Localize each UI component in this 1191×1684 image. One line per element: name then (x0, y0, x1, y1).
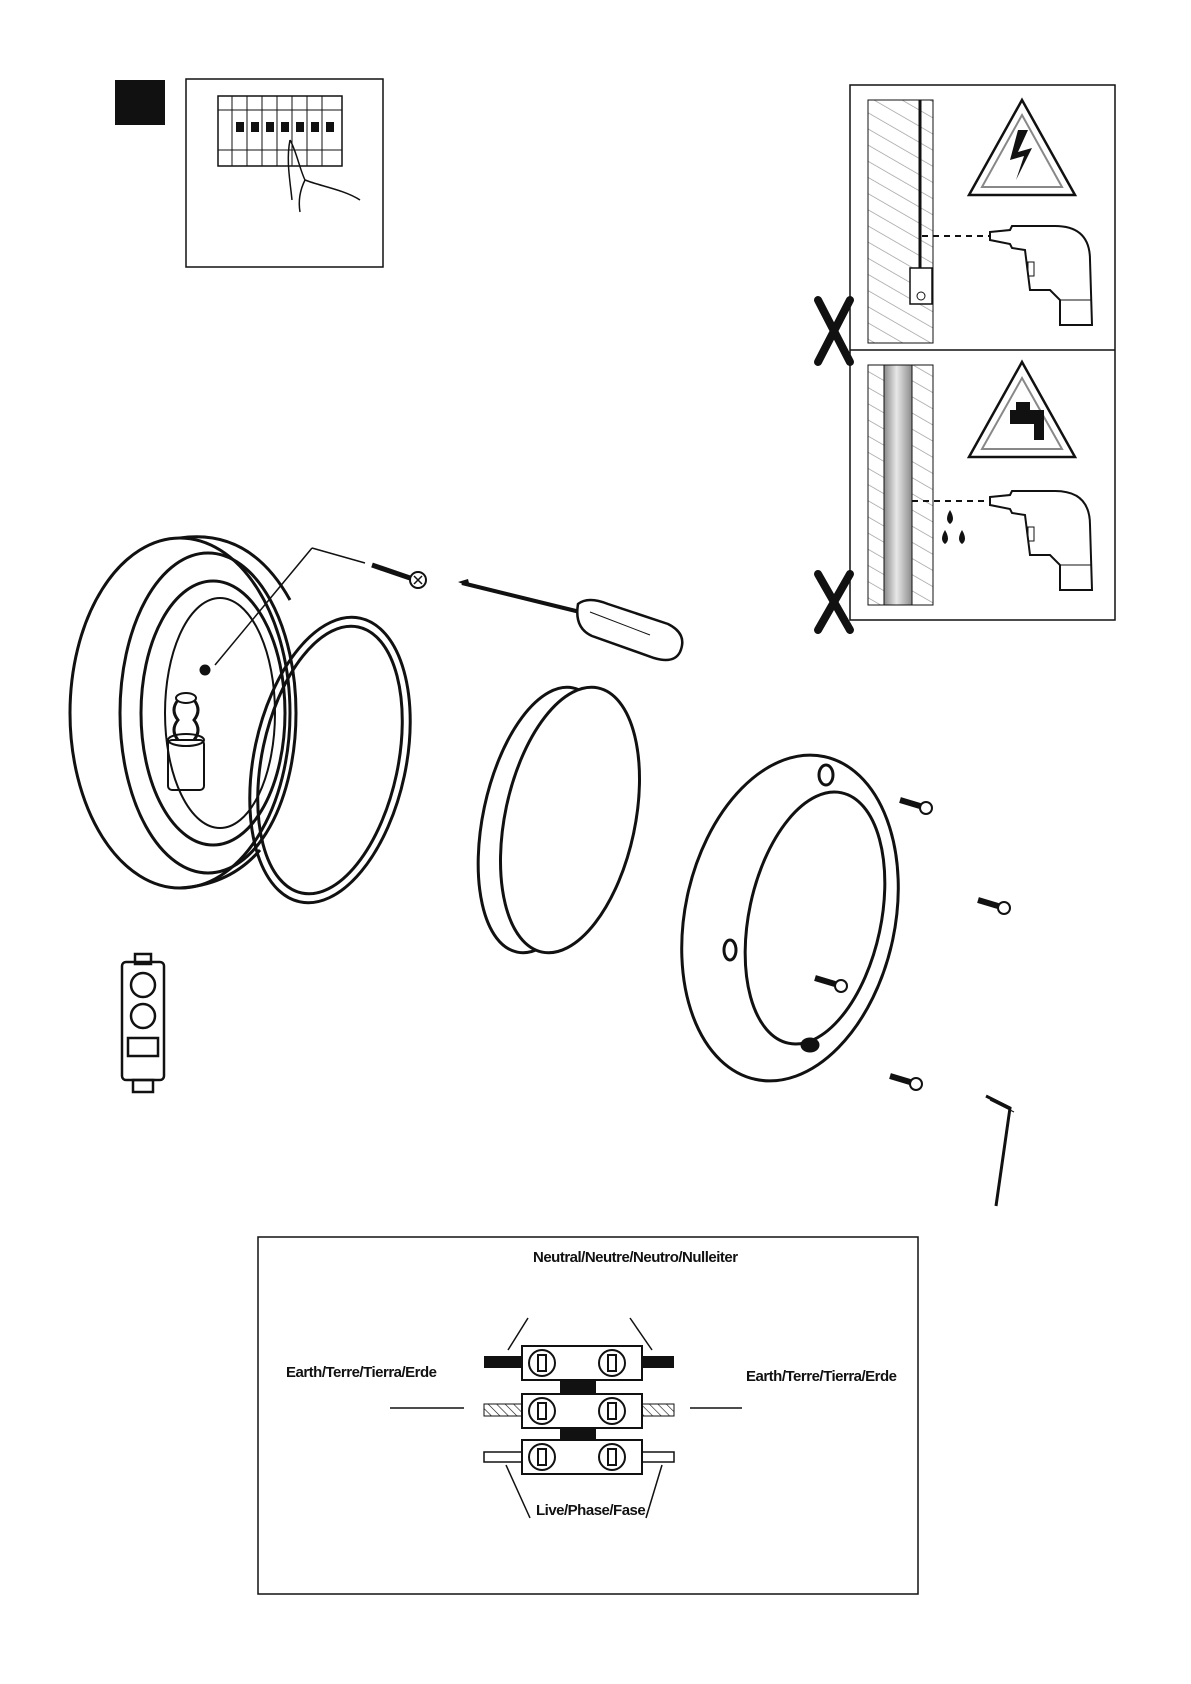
drill-icon (990, 226, 1092, 325)
breaker-panel (186, 79, 383, 267)
high-voltage-warning-icon (969, 100, 1075, 195)
wiring-diagram: Neutral/Neutre/Neutro/Nulleiter Earth/Te… (258, 1237, 918, 1594)
screwdriver-icon (458, 579, 682, 660)
ring-screw-icon (815, 978, 847, 992)
wall-screw-icon (372, 565, 426, 588)
glass-diffuser (456, 674, 661, 965)
gasket-ring (226, 602, 435, 917)
ring-screw-icon (890, 1076, 922, 1090)
allen-key-icon (986, 1096, 1014, 1206)
x-mark-icon (818, 300, 850, 362)
ring-screw-icon (978, 900, 1010, 914)
x-mark-icon (818, 574, 850, 630)
water-pipe-warning-icon (969, 362, 1075, 457)
step-marker (115, 80, 165, 125)
ring-screw-icon (900, 800, 932, 814)
live-label: Live/Phase/Fase (536, 1502, 645, 1519)
earth-right-label: Earth/Terre/Tierra/Erde (746, 1368, 897, 1385)
drill-icon (990, 491, 1092, 590)
circuit-breaker-switch-off-icon (218, 96, 360, 212)
warning-panel (818, 85, 1115, 630)
front-ring (653, 735, 927, 1101)
neutral-label: Neutral/Neutre/Neutro/Nulleiter (533, 1249, 738, 1266)
water-drops-icon (942, 510, 965, 544)
earth-left-label: Earth/Terre/Tierra/Erde (286, 1364, 437, 1381)
terminal-block-icon (122, 954, 164, 1092)
